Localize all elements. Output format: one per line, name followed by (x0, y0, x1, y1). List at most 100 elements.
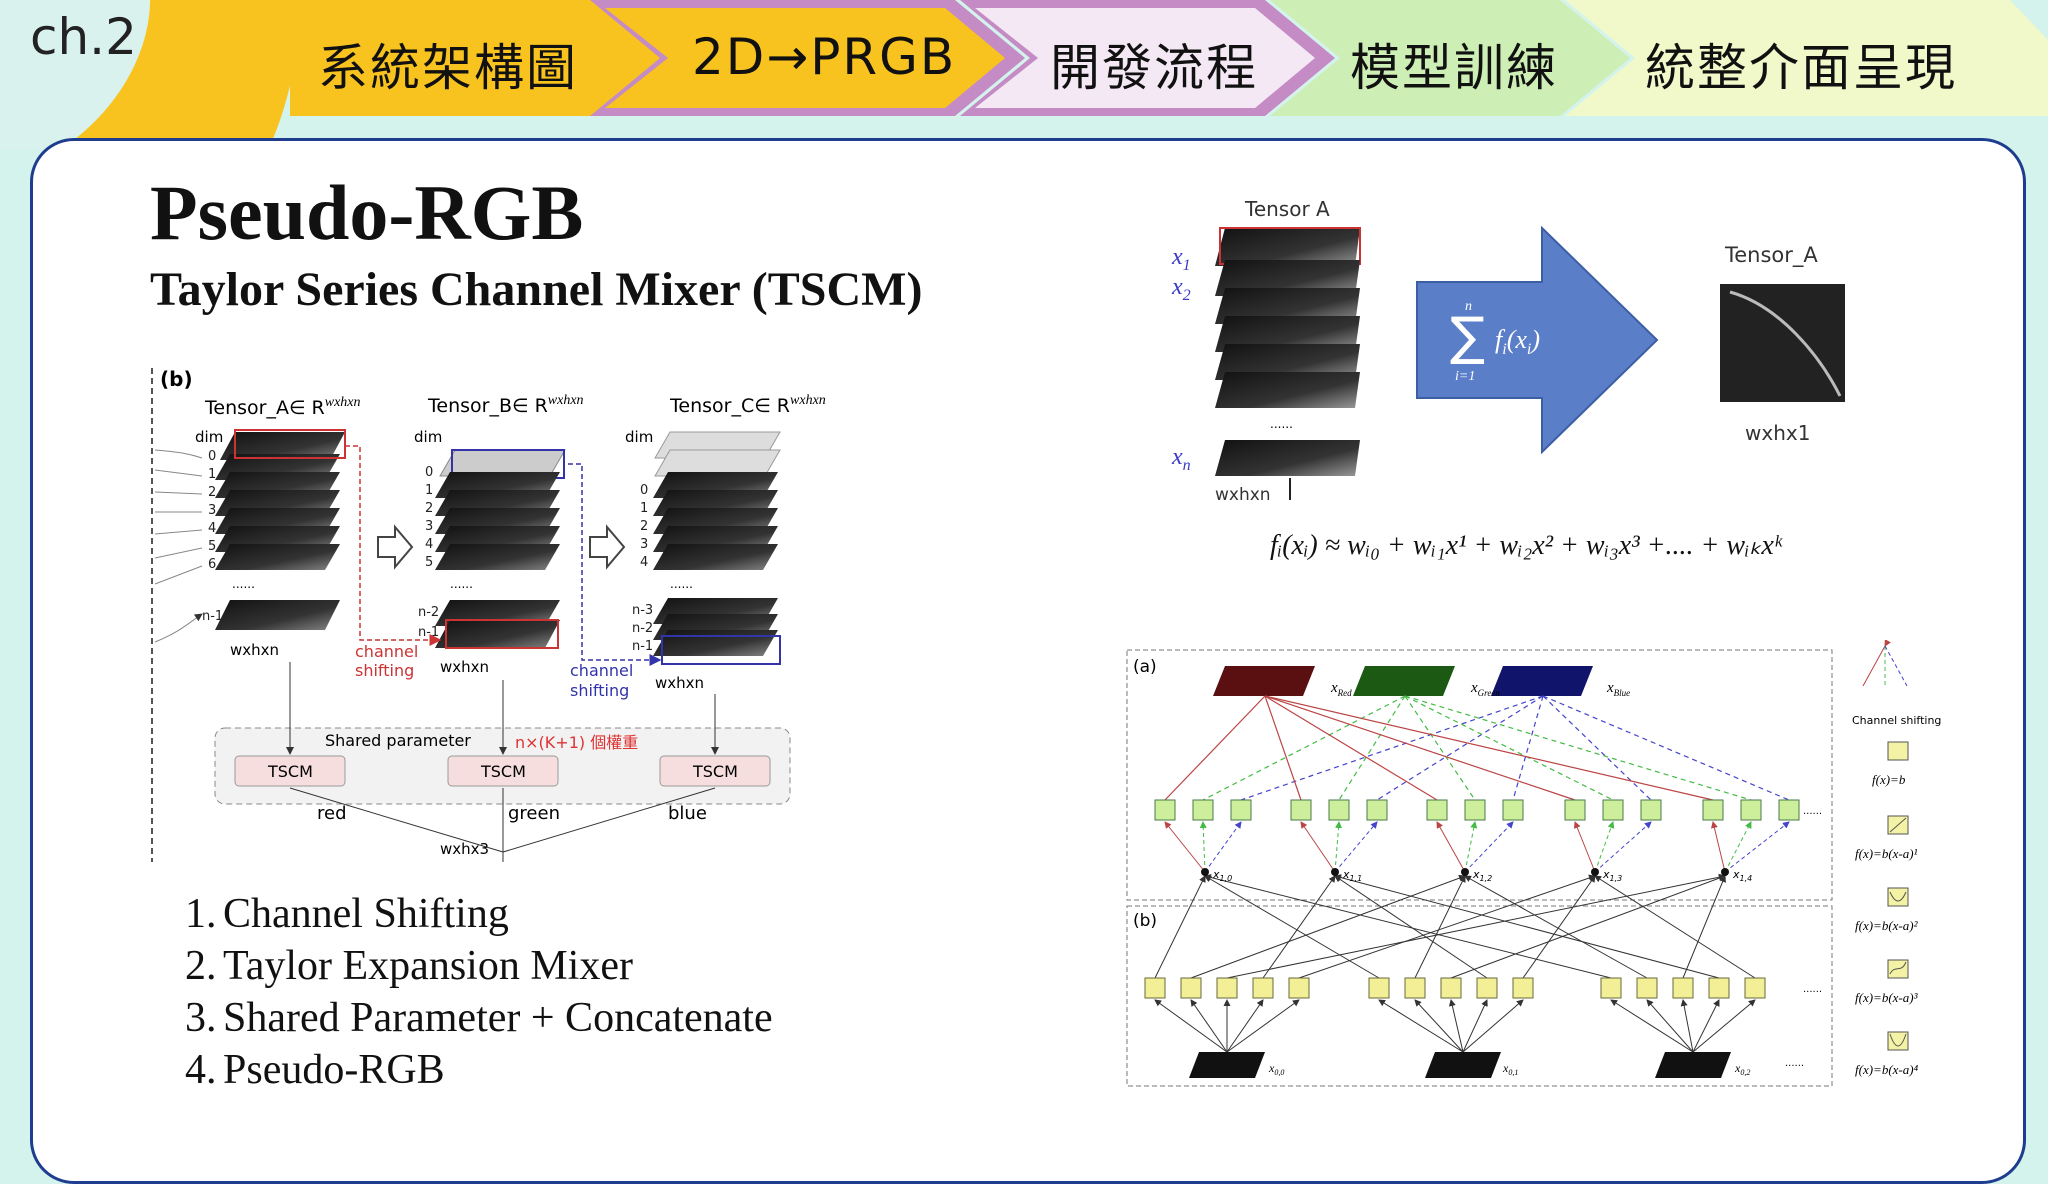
x-blue-label: xBlue (1606, 680, 1630, 698)
sum-term: fi(xi) (1495, 325, 1540, 358)
output-tensor-image (1720, 284, 1845, 402)
edge-line (1594, 821, 1652, 873)
dim-label-a: dim (195, 428, 223, 446)
edge-line (1338, 695, 1406, 801)
green-channel-image (1353, 666, 1455, 696)
input-stack: ...... (1215, 227, 1361, 500)
header-decoration (0, 0, 2048, 150)
bottom-node-label-2: x0,2 (1734, 1061, 1750, 1077)
edge-line (1594, 875, 1756, 979)
output-size-label: wxhx3 (440, 840, 489, 858)
tensor-b-stack: ...... (435, 449, 566, 649)
svg-text:n-2: n-2 (418, 605, 439, 620)
svg-text:n: n (1465, 299, 1472, 314)
svg-text:f(x)=b(x-a)¹: f(x)=b(x-a)¹ (1855, 846, 1918, 861)
svg-text:f(x)=b(x-a)³: f(x)=b(x-a)³ (1855, 990, 1919, 1005)
shift-arrow-icon (589, 524, 626, 570)
svg-text:shifting: shifting (355, 661, 414, 680)
edge-line (1264, 695, 1576, 801)
svg-text:shifting: shifting (570, 681, 629, 700)
network-label-b: (b) (1133, 911, 1157, 931)
dim-label-c: dim (625, 428, 653, 446)
svg-text:......: ...... (1803, 984, 1822, 995)
nav-step-dev-process[interactable]: 開發流程 (1050, 39, 1258, 97)
svg-text:wxhxn: wxhxn (655, 674, 704, 692)
network-label-a: (a) (1133, 657, 1157, 677)
tscm-block-red (234, 755, 346, 787)
svg-text:f(x)=b(x-a)²: f(x)=b(x-a)² (1855, 918, 1919, 933)
list-item: 4.Pseudo-RGB (185, 1047, 445, 1093)
list-item: 2.Taylor Expansion Mixer (185, 943, 633, 989)
edge-line (1646, 999, 1694, 1053)
page-subtitle: Taylor Series Channel Mixer (TSCM) (150, 263, 923, 316)
polynomial-box (1144, 977, 1166, 999)
mixer-box (1328, 799, 1350, 821)
mixer-box (1230, 799, 1252, 821)
mid-node-label: x1,0 (1212, 868, 1232, 883)
mixer-box (1290, 799, 1312, 821)
svg-text:2: 2 (640, 519, 648, 534)
nav-step-ui-summary[interactable]: 統整介面呈現 (1645, 39, 1957, 97)
tensor-c-label: Tensor_C∈ Rwxhxn (669, 393, 826, 417)
mixer-box (1602, 799, 1624, 821)
nav-chevron-1 (290, 0, 690, 116)
svg-text:channel: channel (355, 642, 418, 661)
edge-line (1190, 999, 1228, 1053)
edge-line (1542, 695, 1652, 801)
x-green-label: xGreen (1470, 680, 1500, 698)
svg-text:0: 0 (425, 465, 433, 480)
mid-node (1721, 868, 1729, 876)
polynomial-box (1216, 977, 1238, 999)
edge-line (1462, 999, 1524, 1053)
edge-line (1164, 695, 1266, 801)
mixer-box (1464, 799, 1486, 821)
tensor-c-stack: ...... (653, 431, 781, 665)
svg-text:......: ...... (1803, 806, 1822, 817)
mixer-box (1502, 799, 1524, 821)
mixer-box (1640, 799, 1662, 821)
bottom-image-0 (1189, 1052, 1265, 1078)
nav-step-system-architecture[interactable]: 系統架構圖 (318, 39, 578, 97)
polynomial-box (1440, 977, 1462, 999)
mid-node (1331, 868, 1339, 876)
tscm-block-blue (659, 755, 771, 787)
nav-chevron-4 (1270, 0, 1630, 116)
edge-line (1692, 999, 1756, 1053)
edge-line (1199, 821, 1207, 873)
edge-line (1376, 695, 1544, 801)
edge-line (1264, 695, 1438, 801)
svg-text:i=1: i=1 (1455, 369, 1475, 384)
mid-node-label: x1,2 (1472, 868, 1492, 883)
network-panel-b (1126, 905, 1833, 1087)
svg-text:4: 4 (640, 555, 648, 570)
mid-node-label: x1,1 (1342, 868, 1362, 883)
content-panel (30, 138, 2026, 1184)
svg-text:2: 2 (425, 501, 433, 516)
edge-line (1573, 821, 1596, 873)
edge-line (1724, 821, 1790, 873)
page-title: Pseudo-RGB (150, 169, 584, 256)
nav-step-2d-to-prgb[interactable]: 2D→PRGB (692, 28, 957, 86)
edge-line (1610, 999, 1694, 1053)
edge-line (1710, 821, 1726, 873)
edge-line (1262, 875, 1336, 979)
tscm-pipeline-figure: (b) Tensor_A∈ Rwxhxn Tensor_B∈ Rwxhxn Te… (151, 367, 826, 862)
polynomial-box (1288, 977, 1310, 999)
mixer-box (1740, 799, 1762, 821)
edge-line (1334, 821, 1343, 873)
svg-text:0: 0 (640, 483, 648, 498)
output-tensor-title: Tensor_A (1724, 243, 1818, 268)
edge-line (1464, 821, 1514, 873)
edge-line (1204, 821, 1242, 873)
edge-line (1154, 875, 1206, 979)
svg-text:TSCM: TSCM (480, 762, 526, 781)
edge-line (1226, 999, 1300, 1053)
mixer-box (1564, 799, 1586, 821)
svg-text:3: 3 (425, 519, 433, 534)
edge-line (1298, 874, 1596, 979)
nav-step-model-training[interactable]: 模型訓練 (1350, 39, 1558, 97)
nav-chevron-5 (1565, 0, 2048, 116)
edge-line (1404, 695, 1476, 801)
svg-text:n-1: n-1 (632, 639, 653, 654)
